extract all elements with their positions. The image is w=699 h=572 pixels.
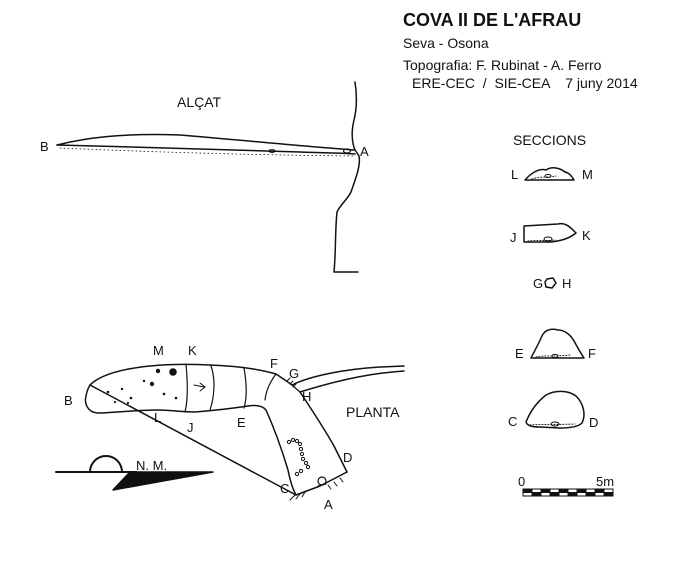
scale-start-label: 0 [518, 474, 526, 489]
plan-point-j: J [187, 420, 194, 435]
section-e-f [530, 328, 585, 359]
scale-end-label: 5m [596, 474, 615, 489]
section-label-k: K [582, 228, 591, 243]
section-label-h: H [562, 276, 572, 291]
survey-title: COVA II DE L'AFRAU [403, 10, 582, 30]
plan-point-c: C [280, 481, 290, 496]
plan-point-e: E [237, 415, 246, 430]
section-label-j: J [510, 230, 517, 245]
north-arrow [55, 455, 214, 491]
plan-point-d: D [343, 450, 353, 465]
section-g-h [544, 277, 557, 289]
plan-point-g: G [289, 366, 300, 381]
section-label-c: C [508, 414, 518, 429]
elevation-label: ALÇAT [177, 94, 222, 110]
plan-point-m: M [153, 343, 164, 358]
topography-credit: Topografia: F. Rubinat - A. Ferro [403, 57, 602, 73]
section-label-g: G [533, 276, 544, 291]
plan-point-a: A [324, 497, 333, 512]
plan-point-k: K [188, 343, 197, 358]
plan-point-f: F [270, 356, 278, 371]
section-c-d [525, 390, 585, 429]
scale-bar [522, 488, 614, 497]
plan-point-l: L [154, 410, 162, 425]
section-l-m [524, 167, 575, 181]
section-label-f: F [588, 346, 596, 361]
section-label-l: L [511, 167, 519, 182]
section-j-k [523, 222, 577, 243]
section-label-m: M [582, 167, 593, 182]
plan-label: PLANTA [346, 404, 400, 420]
plan-point-b: B [64, 393, 73, 408]
section-label-e: E [515, 346, 524, 361]
location-text: Seva - Osona [403, 35, 489, 51]
elevation-point-b: B [40, 139, 49, 154]
groups-date: ERE-CEC / SIE-CEA 7 juny 2014 [412, 75, 638, 91]
plan-point-h: H [302, 389, 312, 404]
north-label: N. M. [136, 458, 168, 473]
elevation-profile [56, 81, 361, 273]
section-label-d: D [589, 415, 599, 430]
elevation-point-a: A [360, 144, 369, 159]
plan-outline [84, 363, 405, 501]
sections-label: SECCIONS [513, 132, 587, 148]
